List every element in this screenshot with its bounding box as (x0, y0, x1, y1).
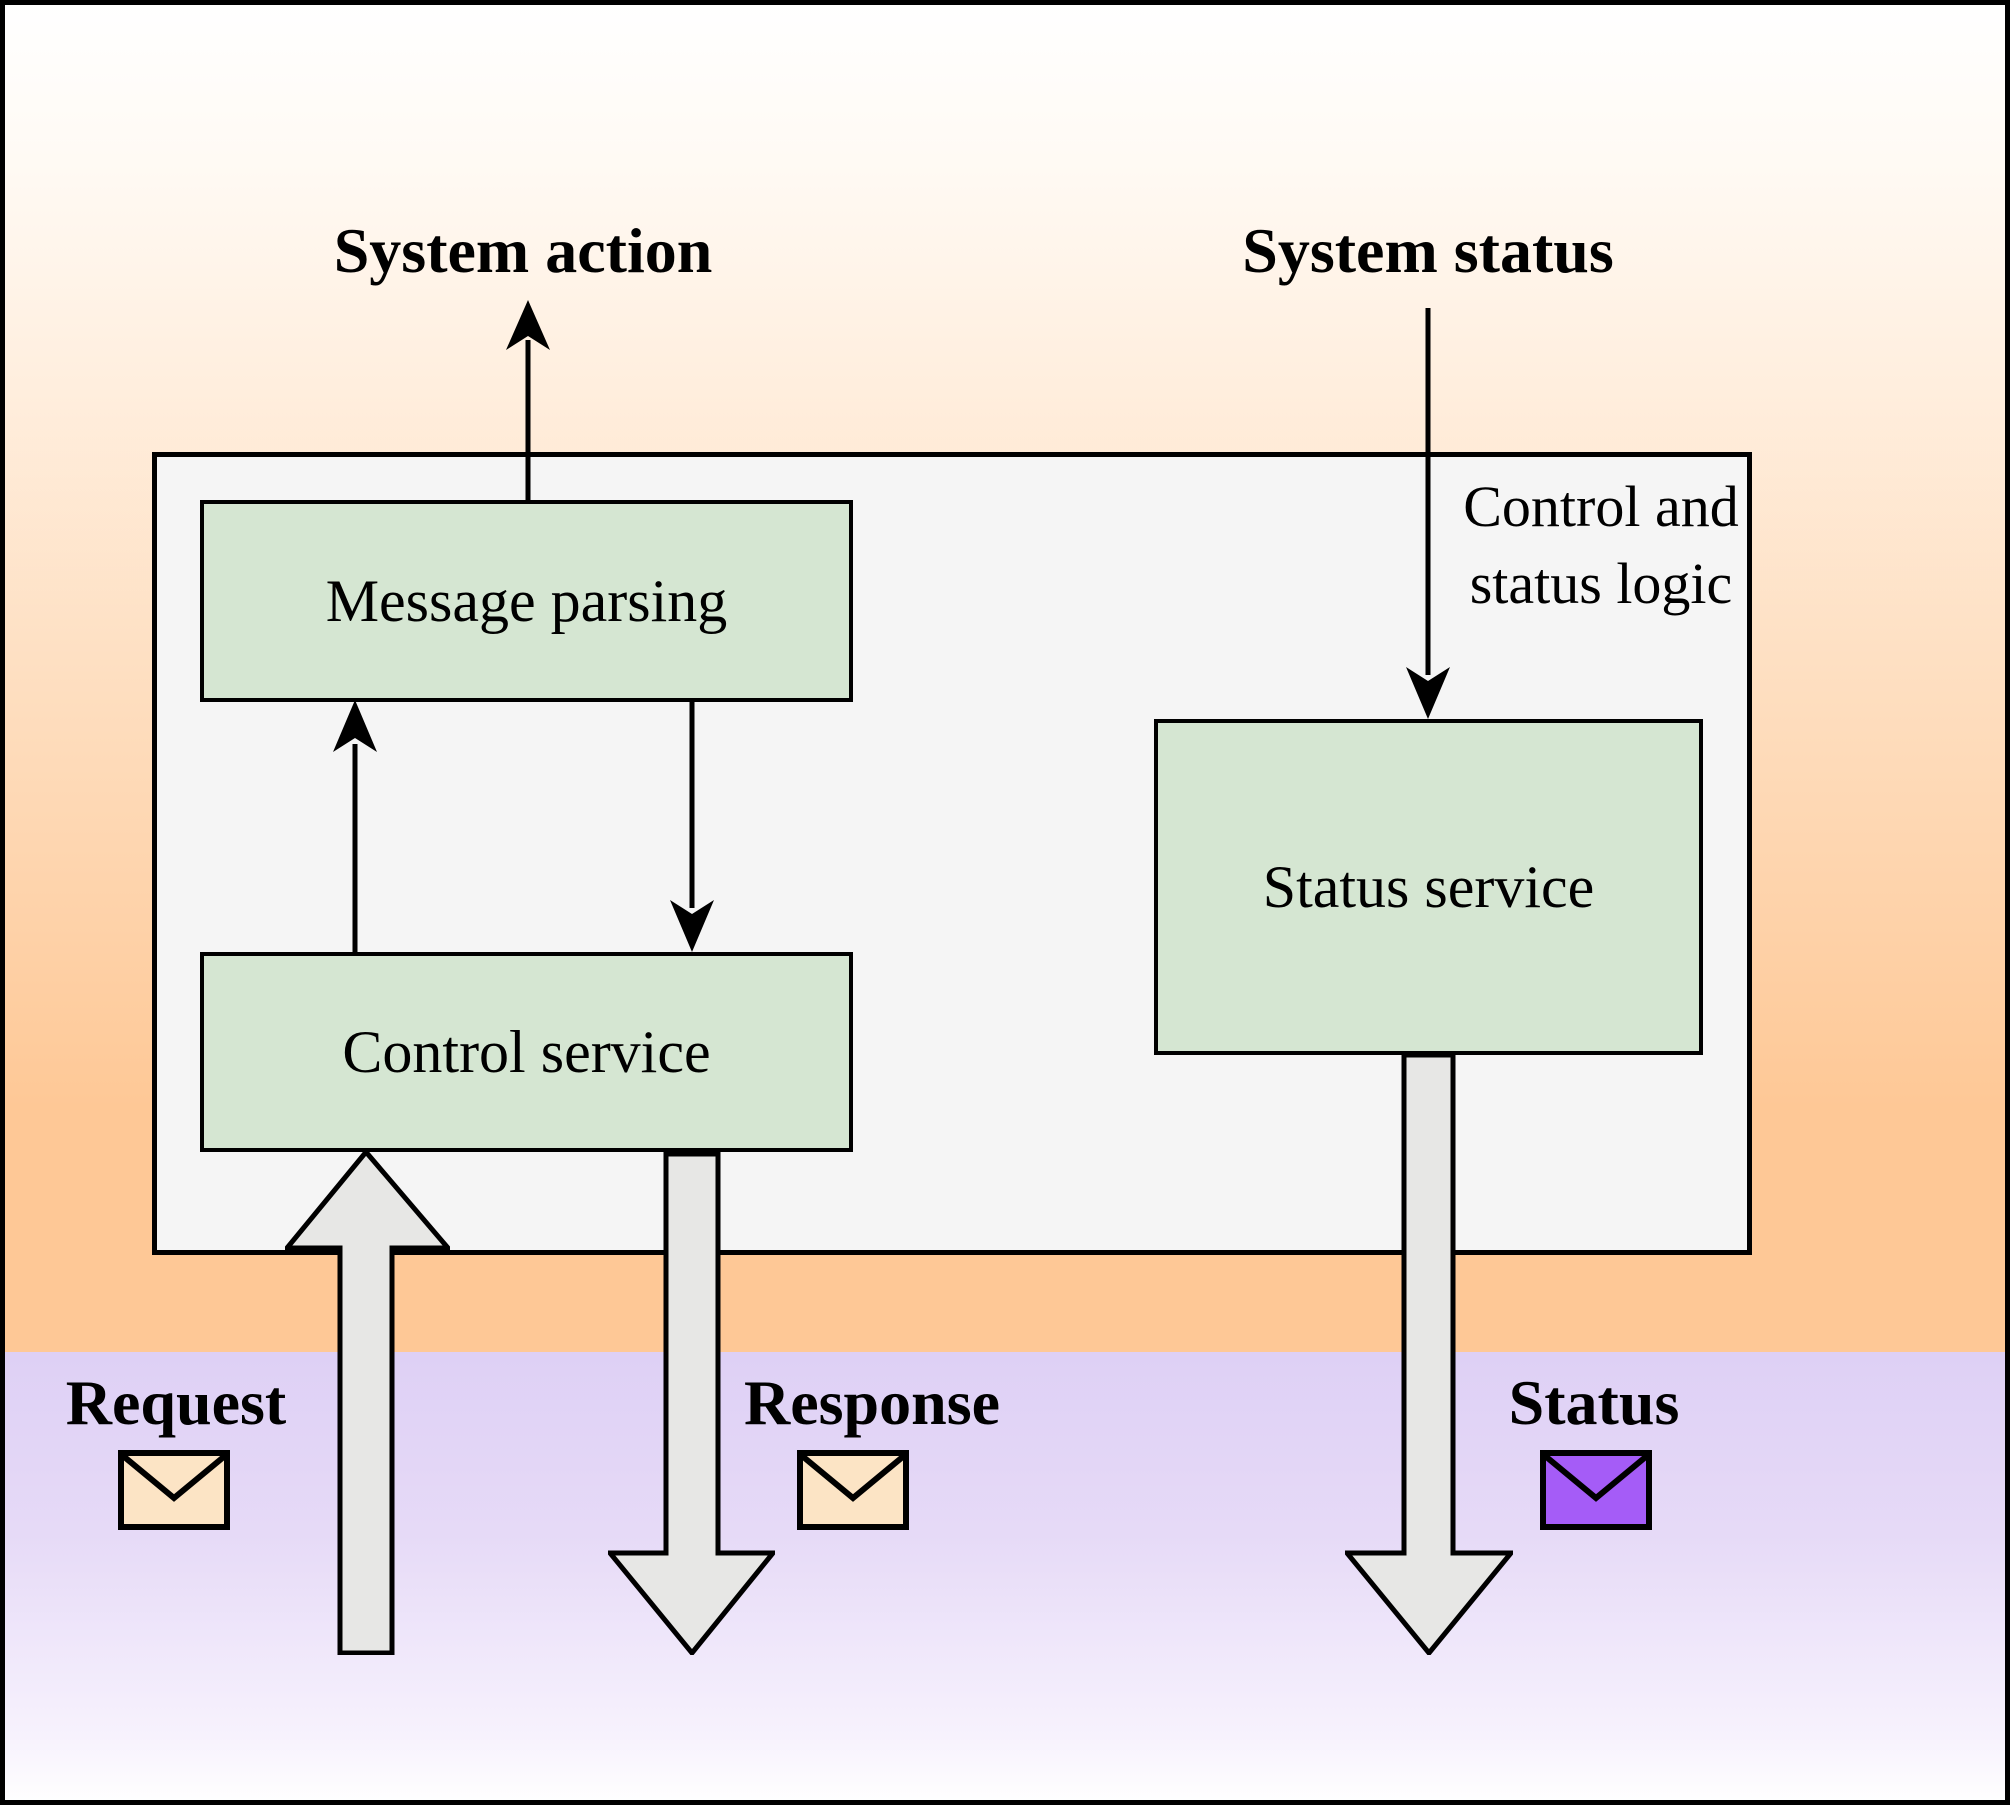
control-and-status-logic-label: Control and status logic (1421, 468, 1781, 622)
control-service-label: Control service (342, 1018, 711, 1085)
request-envelope-icon (118, 1450, 230, 1530)
status-label: Status (1508, 1367, 1680, 1438)
control-to-parsing-arrow (333, 700, 377, 952)
container-label-line1: Control and (1463, 474, 1739, 539)
system-action-label: System action (333, 215, 713, 286)
status-service-box: Status service (1154, 719, 1703, 1055)
request-flow-arrow (285, 1150, 450, 1655)
response-envelope-icon (797, 1450, 909, 1530)
system-status-arrow (1406, 308, 1450, 719)
parsing-to-control-arrow (670, 702, 714, 952)
message-parsing-label: Message parsing (325, 567, 728, 634)
container-label-line2: status logic (1469, 551, 1733, 616)
status-service-label: Status service (1262, 853, 1595, 920)
system-status-label: System status (1242, 215, 1614, 286)
system-action-arrow (506, 300, 550, 500)
request-label: Request (65, 1367, 287, 1438)
control-service-box: Control service (200, 952, 853, 1152)
response-flow-arrow (608, 1152, 775, 1655)
message-parsing-box: Message parsing (200, 500, 853, 702)
response-label: Response (743, 1367, 1001, 1438)
message-layer-background (0, 1352, 2010, 1805)
status-envelope-icon (1540, 1450, 1652, 1530)
status-flow-arrow (1345, 1053, 1513, 1655)
